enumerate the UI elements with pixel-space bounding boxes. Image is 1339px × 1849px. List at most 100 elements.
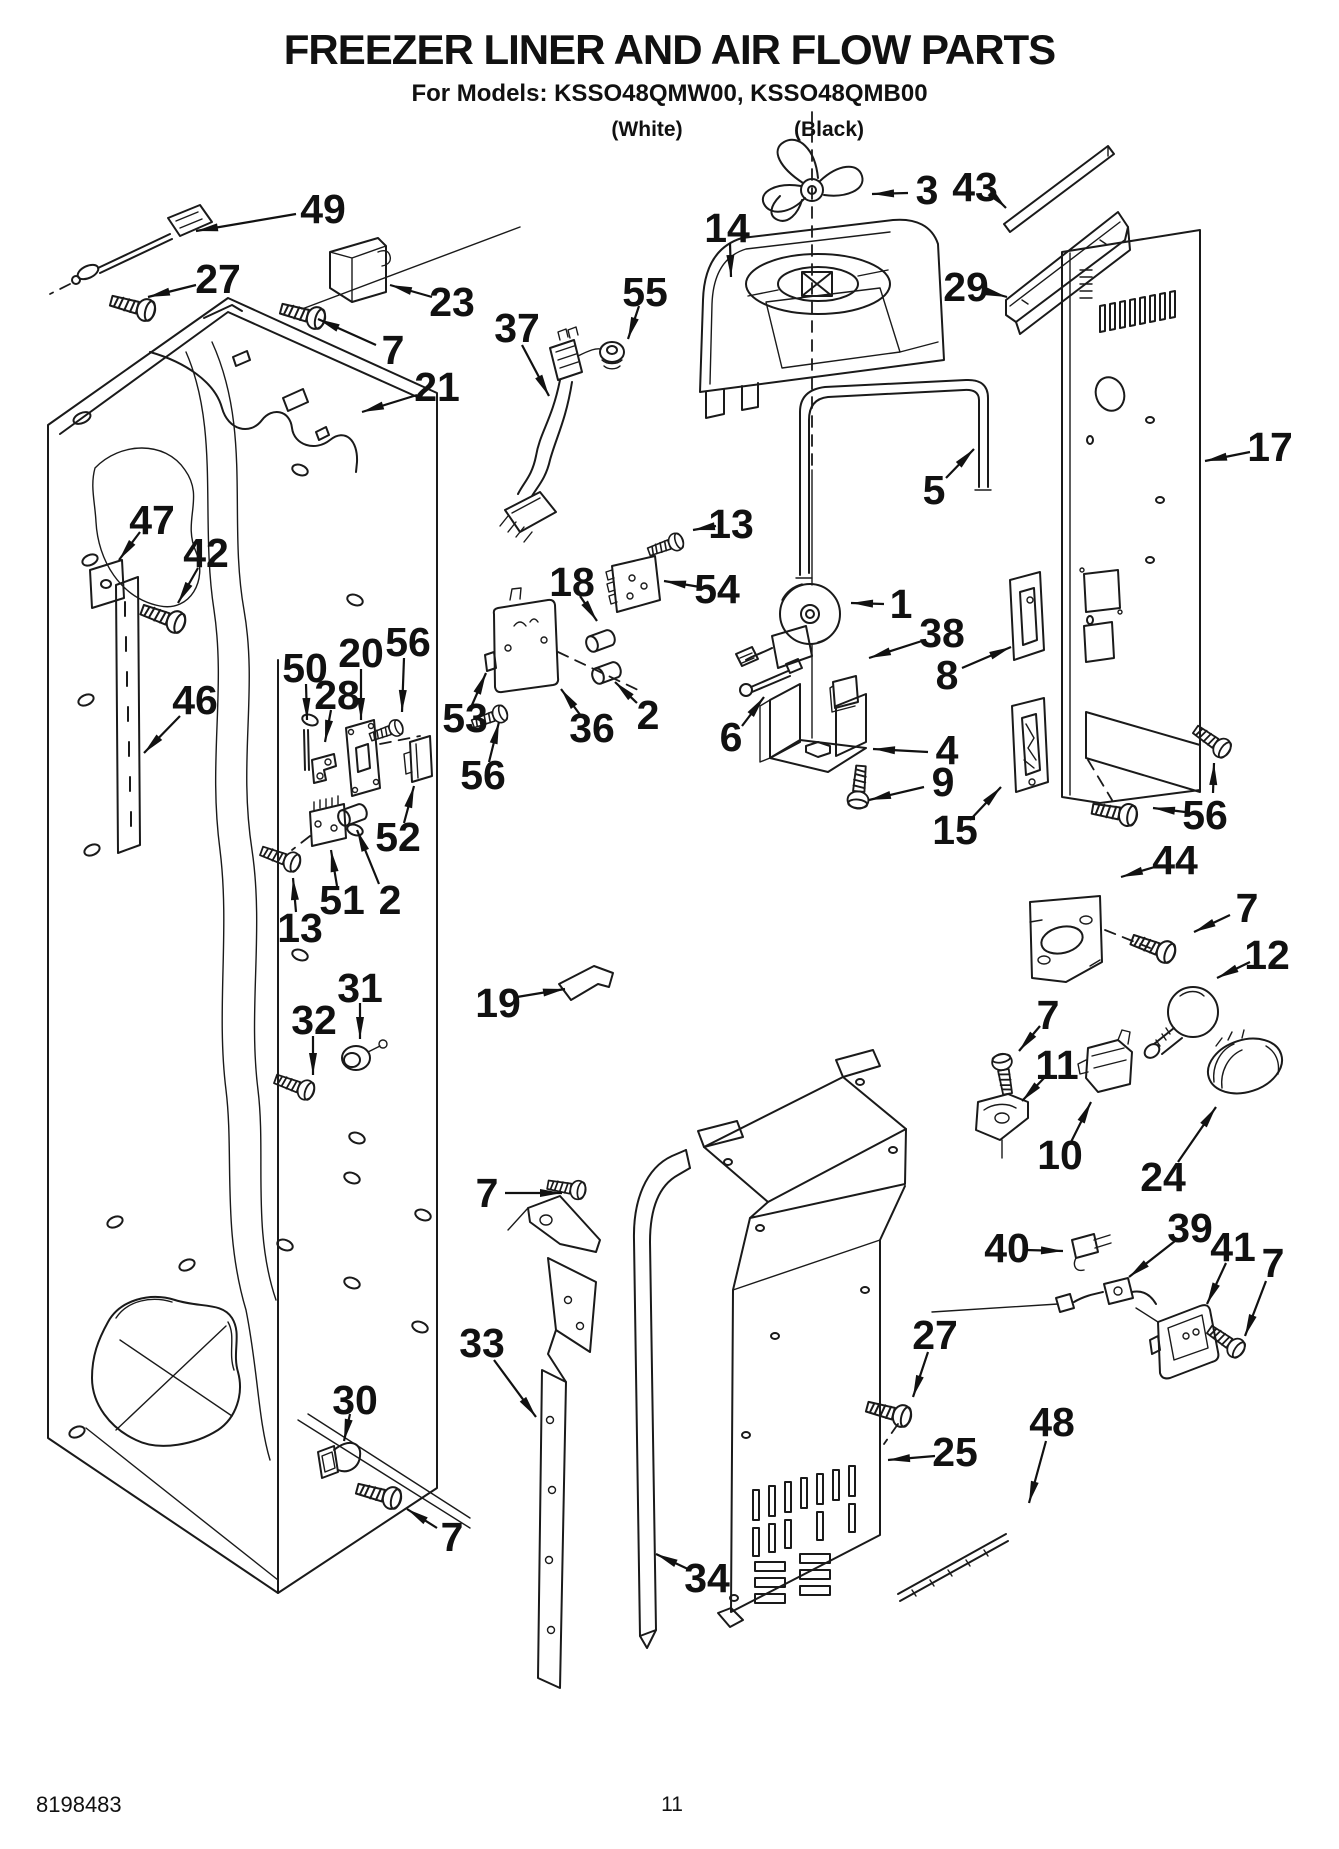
callout-arrow-27 [911, 1351, 930, 1398]
part-screw-9 [845, 764, 873, 811]
callout-number-3: 3 [916, 167, 939, 213]
part-lens-24 [1206, 1029, 1284, 1095]
part-screw-7-bottom [353, 1477, 405, 1512]
callout-number-2: 2 [379, 877, 402, 923]
callout-arrow-23 [389, 283, 433, 299]
callout-arrow-7 [1243, 1280, 1268, 1337]
callout-number-53: 53 [442, 695, 488, 741]
part-back-panel-17 [1061, 229, 1201, 804]
part-bracket-52 [403, 735, 433, 783]
callout-arrow-12 [1216, 961, 1251, 979]
callout-number-54: 54 [694, 566, 740, 612]
callout-arrow-29 [984, 287, 1008, 299]
callout-number-7: 7 [1236, 885, 1259, 931]
callout-number-13: 13 [708, 501, 754, 547]
callout-number-17: 17 [1247, 424, 1293, 470]
callout-number-44: 44 [1152, 837, 1198, 883]
part-liner-shell [47, 297, 471, 1594]
callout-number-7: 7 [441, 1514, 464, 1560]
part-harness-37 [499, 326, 602, 543]
callout-number-24: 24 [1140, 1154, 1186, 1200]
callout-number-1: 1 [890, 581, 913, 627]
part-pin-50 [303, 729, 310, 771]
part-plate-44 [1029, 895, 1151, 983]
callout-arrow-4 [872, 746, 929, 755]
part-clamp-11 [975, 1093, 1029, 1159]
callout-arrow-5 [945, 448, 975, 479]
callout-arrow-30 [342, 1413, 353, 1442]
callout-arrow-17 [1204, 450, 1251, 463]
part-cover-panel-25 [697, 1049, 907, 1628]
callout-number-19: 19 [475, 980, 521, 1026]
callout-arrow-47 [118, 531, 141, 561]
callout-arrow-24 [1177, 1106, 1217, 1163]
callout-number-6: 6 [720, 714, 743, 760]
callout-arrow-51 [329, 849, 339, 887]
callout-number-21: 21 [414, 364, 460, 410]
callout-arrow-28 [323, 709, 333, 743]
callout-number-36: 36 [569, 705, 615, 751]
callout-arrow-39 [1128, 1240, 1176, 1278]
part-wire-49 [49, 204, 213, 295]
callout-number-27: 27 [912, 1312, 958, 1358]
part-wire-6 [739, 658, 803, 697]
callout-arrow-37 [521, 344, 550, 397]
callout-number-55: 55 [622, 269, 668, 315]
callout-number-50: 50 [282, 645, 328, 691]
callout-arrow-54 [663, 579, 701, 589]
callout-arrow-2 [355, 829, 381, 885]
callout-number-31: 31 [337, 965, 383, 1011]
part-tube-34 [632, 1149, 691, 1649]
callout-arrow-56 [1209, 762, 1218, 794]
part-bulb-12 [1143, 986, 1219, 1059]
part-strip-48 [897, 1533, 1009, 1602]
callout-number-15: 15 [932, 807, 978, 853]
part-plate-51 [291, 795, 347, 851]
callout-arrow-42 [177, 567, 199, 604]
callout-number-39: 39 [1167, 1205, 1213, 1251]
finish-white-label: (White) [611, 118, 683, 141]
part-control-board-54 [605, 555, 661, 613]
callout-arrow-44 [1120, 864, 1159, 879]
callout-arrow-19 [516, 987, 566, 999]
part-screw-7-light [989, 1051, 1019, 1097]
callout-arrow-52 [402, 785, 416, 824]
callout-arrow-15 [969, 786, 1002, 821]
part-screw-7-bracket33 [545, 1174, 589, 1202]
callout-number-52: 52 [375, 814, 421, 860]
callout-number-7: 7 [1262, 1240, 1285, 1286]
callout-number-20: 20 [338, 630, 384, 676]
callout-number-37: 37 [494, 305, 540, 351]
callout-number-56: 56 [460, 752, 506, 798]
callout-arrow-7 [1018, 1025, 1041, 1052]
models-line: For Models: KSSO48QMW00, KSSO48QMB00 [411, 80, 928, 107]
document-number: 8198483 [36, 1792, 122, 1817]
callout-number-56: 56 [1182, 792, 1228, 838]
callout-number-7: 7 [382, 327, 405, 373]
callout-number-42: 42 [183, 530, 229, 576]
part-bracket-8 [1009, 571, 1045, 661]
callout-arrow-7 [1193, 914, 1231, 933]
page-number: 11 [661, 1793, 683, 1816]
callout-arrow-25 [887, 1454, 936, 1463]
part-bushing-2-low [335, 801, 370, 829]
part-air-duct-29 [1005, 211, 1131, 335]
part-cover-36 [492, 587, 639, 694]
part-mounting-rail-46 [115, 576, 141, 854]
callout-number-51: 51 [319, 877, 365, 923]
callout-arrow-53 [470, 672, 488, 706]
part-bushing-18 [583, 627, 618, 655]
callout-number-41: 41 [1210, 1224, 1256, 1270]
callout-number-23: 23 [429, 279, 475, 325]
callout-arrow-55 [626, 305, 641, 340]
diagram-artwork [47, 111, 1284, 1689]
callout-number-9: 9 [932, 759, 955, 805]
part-fan-motor-1 [735, 583, 841, 669]
part-bracket-47 [89, 559, 125, 609]
callout-number-40: 40 [984, 1225, 1030, 1271]
callout-number-32: 32 [291, 997, 337, 1043]
part-motor-bracket-4 [759, 683, 867, 773]
callout-arrow-27 [147, 283, 197, 299]
